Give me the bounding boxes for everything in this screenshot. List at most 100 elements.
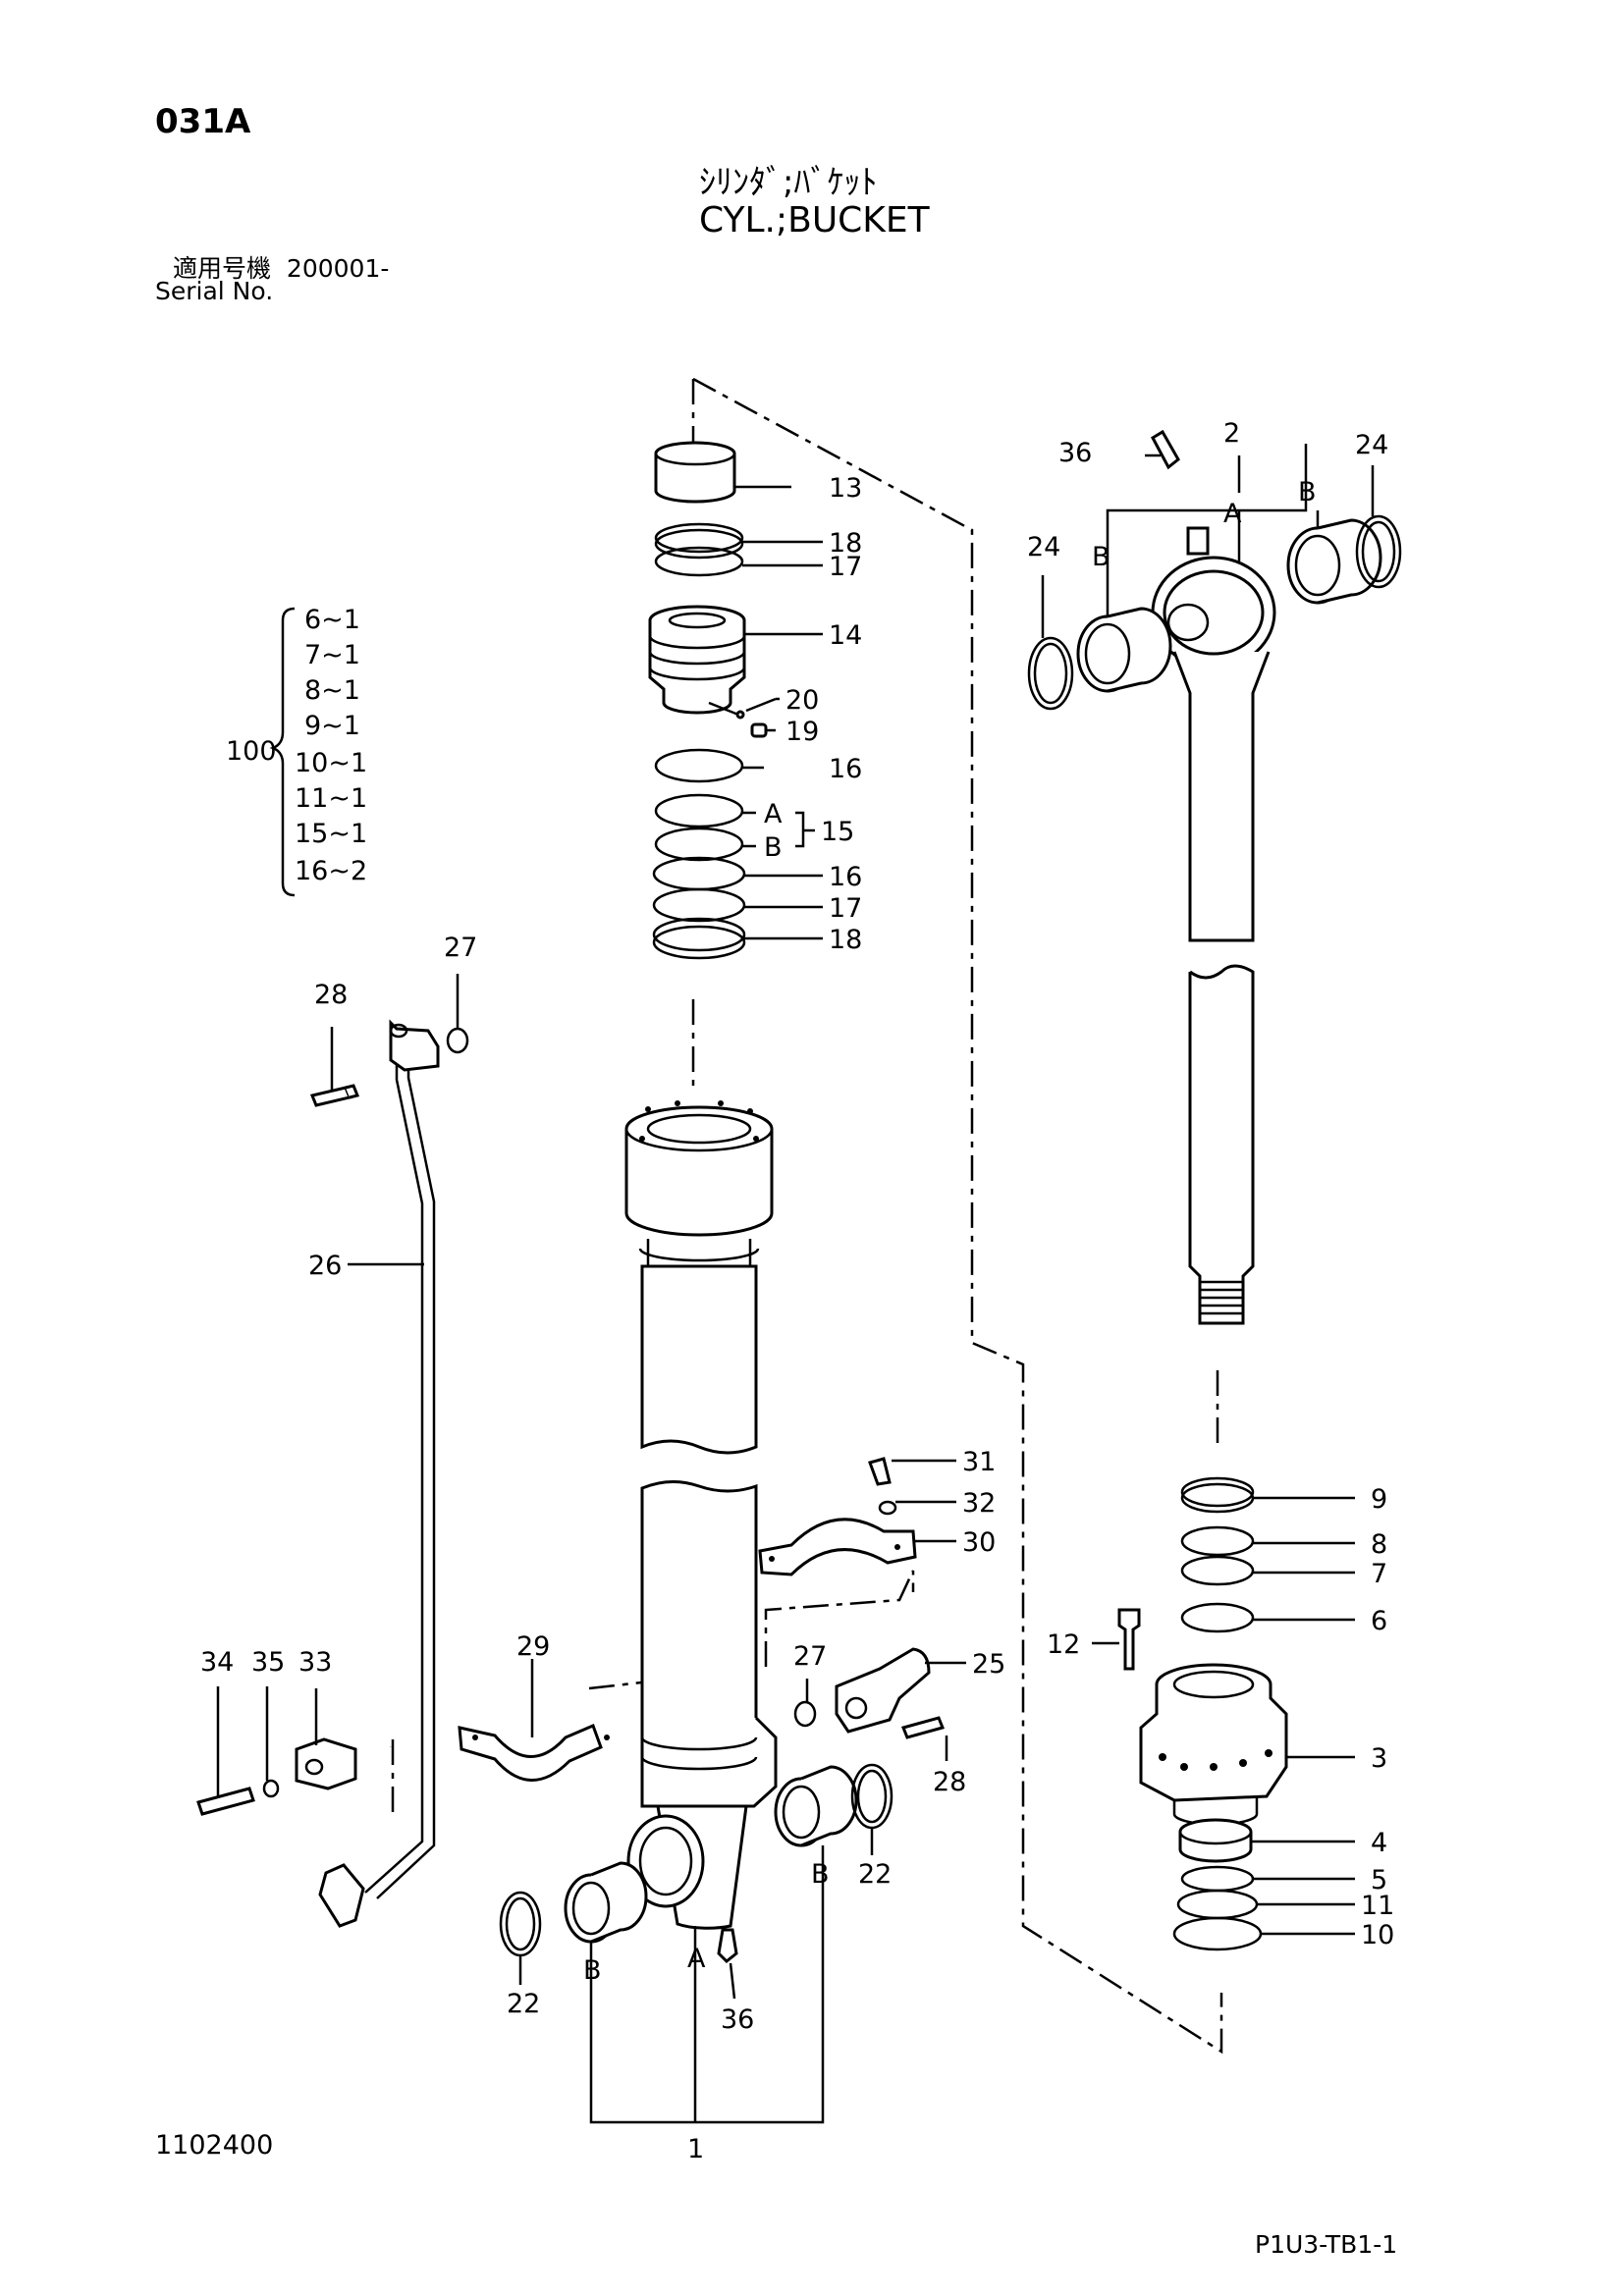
callout-1: 1 [687,2134,704,2164]
part-32-washer [878,1500,897,1516]
callout-26: 26 [308,1251,342,1281]
callout-14: 14 [829,620,862,651]
callout-10: 10 [1361,1920,1394,1950]
callout-24-left: 24 [1027,532,1060,562]
callout-25: 25 [972,1649,1005,1680]
part-14-piston [648,605,746,715]
part-28-bolt-upper [309,1084,360,1107]
part-1-cylinder-tube [624,1100,778,1930]
callout-11: 11 [1361,1891,1394,1921]
part-5-ring [1180,1865,1255,1893]
kit-number: 100 [226,736,277,767]
part-25-elbow [835,1647,931,1734]
callout-27-lower: 27 [793,1641,827,1672]
callout-36-lower: 36 [721,2004,754,2035]
callout-19: 19 [785,717,819,747]
callout-33: 33 [298,1647,332,1678]
part-24-seal-rod-right [1355,514,1402,589]
part-13-bushing [654,441,736,504]
drawing-number: 1102400 [155,2130,274,2161]
kit-item-5: 10~1 [295,748,367,778]
callout-15: 15 [821,817,854,847]
part-9-wiper [1180,1476,1255,1514]
serial-label-en: Serial No. [155,277,274,305]
part-b-bushing-left [564,1861,648,1944]
callout-4: 4 [1371,1828,1387,1858]
callout-24-right: 24 [1355,430,1388,460]
part-22-seal-right [850,1763,893,1830]
title-japanese: ｼﾘﾝﾀﾞ;ﾊﾞｹｯﾄ [699,163,878,202]
callout-2: 2 [1223,418,1240,449]
serial-value: 200001- [286,254,390,283]
part-3-cylinder-head [1139,1663,1288,1826]
part-12-bolt [1117,1608,1141,1671]
callout-13: 13 [829,473,862,504]
kit-item-8: 16~2 [295,856,367,886]
callout-9: 9 [1371,1484,1387,1515]
kit-item-6: 11~1 [295,783,367,814]
phantom-lines [389,377,1223,2055]
callout-29: 29 [516,1631,550,1662]
part-27-oring-lower [793,1700,817,1728]
part-35-washer [262,1779,280,1798]
callout-30: 30 [962,1527,996,1558]
callout-36-upper: 36 [1058,438,1092,468]
part-4-bushing [1178,1818,1253,1863]
letter-a-15: A [764,799,783,829]
part-b-bushing-right [774,1765,858,1847]
serial-label-jp: 適用号機 [173,254,272,283]
callout-32: 32 [962,1488,996,1519]
part-15-seal-set [654,793,744,862]
callout-12: 12 [1047,1629,1080,1660]
part-29-clamp [458,1723,610,1782]
part-b-bushing-rod-left [1076,607,1172,693]
part-31-bolt [868,1457,892,1486]
callout-16-upper: 16 [829,754,862,784]
part-18-ring-upper [654,522,744,560]
callout-28-upper: 28 [314,980,348,1010]
part-34-bolt [196,1787,255,1816]
letter-b-15: B [764,832,783,863]
callout-18-upper: 18 [829,528,862,559]
part-10-seal [1172,1916,1263,1951]
callout-35: 35 [251,1647,285,1678]
letter-b-right: B [811,1859,830,1890]
part-28-bolt-lower [900,1716,946,1739]
part-16-seal-lower [652,856,746,891]
callout-34: 34 [200,1647,234,1678]
kit-item-2: 7~1 [304,640,360,670]
callout-28-lower: 28 [933,1767,966,1797]
kit-item-1: 6~1 [304,605,360,635]
callout-6: 6 [1371,1606,1387,1636]
callout-22-left: 22 [507,1989,540,2019]
kit-item-4: 9~1 [304,711,360,741]
part-18-ring-lower [652,917,746,960]
part-17-ring-lower [652,887,746,923]
kit-item-3: 8~1 [304,675,360,706]
kit-item-7: 15~1 [295,819,367,849]
part-36-grease-fitting-upper [1151,429,1180,470]
part-30-clamp [758,1518,917,1576]
part-19-set-screw [750,722,768,738]
callout-22-right: 22 [858,1859,892,1890]
callout-17-upper: 17 [829,552,862,582]
part-26-pipe [318,1019,440,1928]
part-2-piston-rod [1151,526,1276,1325]
letter-b-rod-left: B [1092,542,1110,572]
part-6-seal [1180,1602,1255,1633]
callout-5: 5 [1371,1865,1387,1896]
kit-100-list: 100 6~1 7~1 8~1 9~1 10~1 11~1 15~1 16~2 [226,605,367,886]
sheet-code: P1U3-TB1-1 [1255,2230,1398,2259]
part-36-grease-fitting-lower [717,1928,738,1964]
part-20-ball [708,701,745,720]
serial-row-japanese: 適用号機 200001- [173,249,389,285]
callout-18-lower: 18 [829,925,862,955]
callout-31: 31 [962,1447,996,1477]
part-22-seal-left [499,1891,542,1957]
callout-17-lower: 17 [829,893,862,924]
part-16-seal-upper [654,748,744,783]
callout-20: 20 [785,685,819,716]
part-7-ring [1180,1555,1255,1586]
title-english: CYL.;BUCKET [699,200,930,240]
leader-lines [216,444,1375,2124]
